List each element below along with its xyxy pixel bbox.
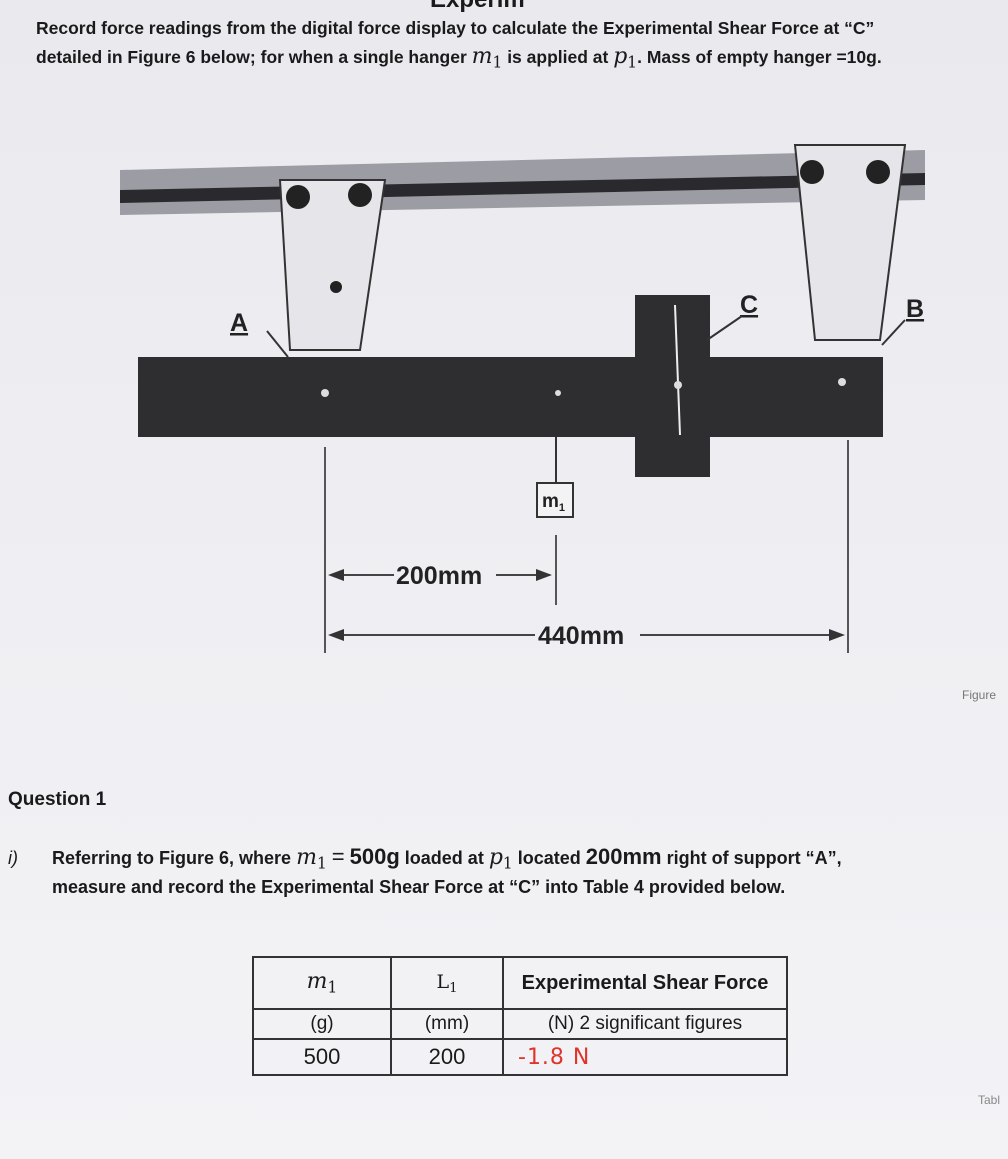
question-number: i) xyxy=(8,848,18,868)
support-hanger-left xyxy=(278,179,387,351)
var-m1-question: m1 xyxy=(296,845,327,873)
figure-caption: Figure xyxy=(962,688,997,702)
intro-text-1: Record force readings from the digital f… xyxy=(36,18,875,38)
question-text-1d: located xyxy=(517,848,581,868)
question-line-1: Referring to Figure 6, where m1 = 500g l… xyxy=(52,844,842,873)
question-distance-value: 200mm xyxy=(585,844,662,869)
intro-text-2b: is applied at xyxy=(507,47,609,67)
table-4-shear-force: m1 L1 Experimental Shear Force (g) (mm) … xyxy=(252,956,788,1076)
question-mass-value: 500g xyxy=(349,844,400,869)
beam-diagram-svg: m1 A C B 200mm 440mm xyxy=(120,144,925,653)
header-m1: m1 xyxy=(252,956,392,1010)
intro-text-2a: detailed in Figure 6 below; for when a s… xyxy=(36,47,467,67)
table-caption: Tabl xyxy=(978,1093,1001,1107)
intro-line-2: detailed in Figure 6 below; for when a s… xyxy=(36,44,882,72)
header-l1: L1 xyxy=(390,956,504,1010)
support-hanger-right xyxy=(793,144,907,341)
question-text-1c: loaded at xyxy=(404,848,484,868)
dimension-lines xyxy=(324,440,849,653)
section-heading-fragment: Experim xyxy=(430,0,525,14)
figure-6-beam-diagram: m1 A C B 200mm 440mm xyxy=(110,135,950,670)
dimension-200mm: 200mm xyxy=(396,562,482,590)
var-m1: m1 xyxy=(471,44,503,72)
mass-label: m1 xyxy=(542,491,565,514)
unit-n-sig-figs: (N) 2 significant figures xyxy=(502,1008,788,1040)
label-support-b: B xyxy=(906,295,924,323)
handwritten-answer: -1.8 N xyxy=(518,1045,591,1070)
table-row: 500 200 -1.8 N xyxy=(252,1038,788,1076)
question-line-2: measure and record the Experimental Shea… xyxy=(52,877,786,897)
table-header-row: m1 L1 Experimental Shear Force xyxy=(252,956,788,1010)
var-p1-question: p1 xyxy=(488,845,513,873)
intro-text-2c: . Mass of empty hanger =10g. xyxy=(637,47,882,67)
var-p1: p1 xyxy=(613,44,638,72)
question-title: Question 1 xyxy=(8,789,107,810)
label-point-c: C xyxy=(740,291,758,319)
value-shear-force[interactable]: -1.8 N xyxy=(502,1038,788,1076)
question-text-1e: right of support “A”, xyxy=(666,848,842,868)
hanger-mass-m1 xyxy=(536,437,574,518)
unit-g: (g) xyxy=(252,1008,392,1040)
value-l1: 200 xyxy=(390,1038,504,1076)
header-experimental-shear-force: Experimental Shear Force xyxy=(502,956,788,1010)
table-units-row: (g) (mm) (N) 2 significant figures xyxy=(252,1008,788,1040)
label-support-a: A xyxy=(230,309,248,337)
equals-sign: = xyxy=(331,844,345,869)
beam xyxy=(138,295,883,477)
intro-line-1: Record force readings from the digital f… xyxy=(36,18,874,39)
question-text-1a: Referring to Figure 6, where xyxy=(52,848,292,868)
dimension-440mm: 440mm xyxy=(538,622,624,650)
value-m1: 500 xyxy=(252,1038,392,1076)
unit-mm: (mm) xyxy=(390,1008,504,1040)
